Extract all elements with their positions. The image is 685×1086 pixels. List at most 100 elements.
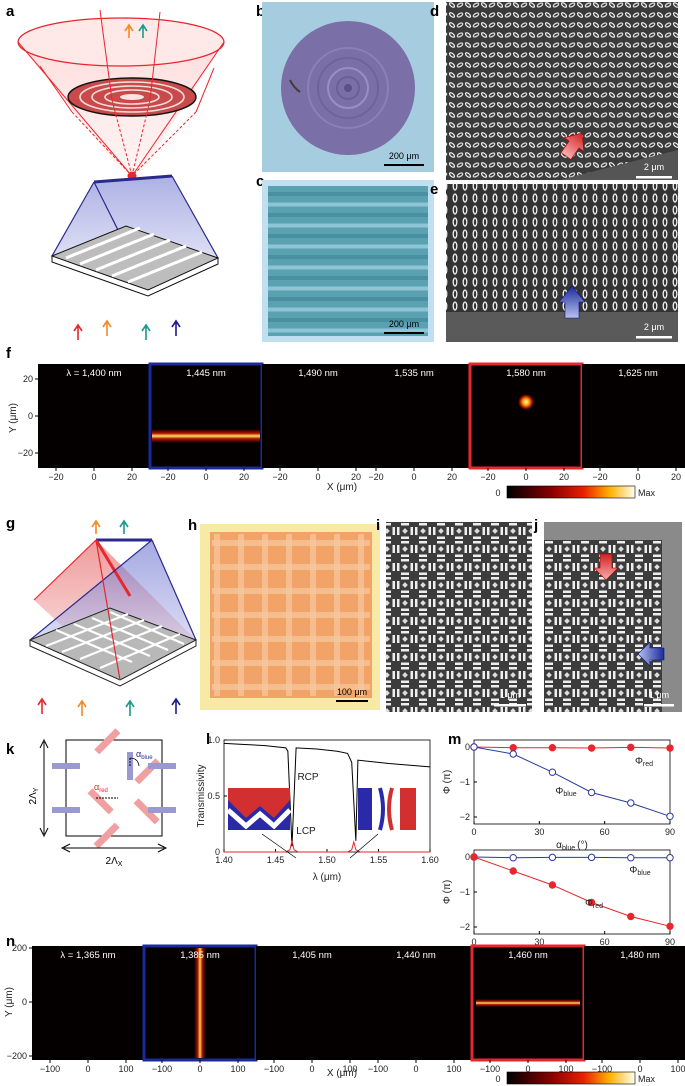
x-tick-label: 20	[671, 472, 681, 482]
scalebar-c-label: 200 μm	[389, 319, 419, 329]
intensity-map	[470, 364, 582, 468]
x-tick-label: 1.55	[370, 855, 388, 865]
panel-n: n λ = 1,365 nm −100 0 100 1,385 nm −100 0 100 1,…	[4, 933, 685, 1085]
panel-f-xlabel: X (μm)	[327, 482, 357, 493]
x-tick-label: 100	[670, 1064, 685, 1074]
zone-center	[120, 94, 144, 100]
series-label-main: Φ	[555, 786, 563, 797]
panel-label-n: n	[6, 933, 15, 950]
scalebar-j	[644, 704, 674, 707]
legend-rcp: RCP	[297, 772, 318, 783]
y-axis-label: Φ (π)	[442, 880, 453, 904]
data-point	[587, 853, 596, 862]
crossed-grating-lines	[45, 610, 185, 670]
panel-label-g: g	[6, 515, 15, 532]
grating-line	[212, 660, 370, 666]
x-tick-label: 0	[471, 937, 476, 947]
x-tick-label: 0	[637, 1064, 642, 1074]
x-tick-label: −100	[480, 1064, 500, 1074]
wavelength-label: 1,440 nm	[396, 950, 436, 961]
x-tick-label: −100	[592, 1064, 612, 1074]
blue-nanorod	[52, 763, 80, 769]
grating-area	[268, 186, 428, 336]
x-tick-label: −20	[48, 472, 63, 482]
x-tick-label: 100	[446, 1064, 461, 1074]
grating-line	[358, 534, 364, 696]
wavelength-label: λ = 1,400 nm	[66, 368, 121, 379]
navy-arrow-icon	[171, 319, 181, 336]
wavelength-label: 1,580 nm	[506, 368, 546, 379]
scalebar-c	[384, 332, 424, 334]
data-point	[666, 812, 674, 820]
x-tick-label: 20	[127, 472, 137, 482]
alpha-red-label: αred	[94, 782, 108, 794]
blue-nanorod	[52, 807, 80, 813]
y-tick-label: 0.5	[207, 791, 220, 801]
legend-lcp: LCP	[296, 826, 316, 837]
scalebar-h-label: 100 μm	[337, 687, 367, 697]
alpha-blue-label: αblue	[136, 749, 153, 761]
data-point	[509, 750, 517, 758]
x-tick-label: 100	[342, 1064, 357, 1074]
panel-i: i 1 μm	[376, 517, 532, 712]
panel-label-j: j	[533, 517, 538, 534]
y-tick-label: 0	[215, 847, 220, 857]
data-point	[548, 881, 557, 889]
x-tick-label: 90	[665, 827, 675, 837]
teal-arrow-icon	[141, 323, 151, 340]
series-label-main: Φ	[585, 898, 593, 909]
blue-nanorod	[148, 807, 176, 813]
x-tick-label: −100	[368, 1064, 388, 1074]
blue-incident-arrow-icon	[558, 285, 586, 319]
x-tick-label: 1.50	[318, 855, 336, 865]
y-tick-label: −20	[18, 448, 33, 458]
x-tick-label: 100	[118, 1064, 133, 1074]
scalebar-e-label: 2 μm	[644, 322, 664, 332]
plate-edge	[51, 256, 219, 297]
wavelength-label: λ = 1,365 nm	[60, 950, 115, 961]
grating-line	[212, 612, 370, 618]
focus-line	[111, 99, 133, 177]
panel-g: g	[6, 515, 198, 716]
ray	[149, 11, 161, 101]
scalebar-i	[494, 704, 526, 707]
intensity-map	[150, 364, 262, 468]
wavelength-label: 1,480 nm	[620, 950, 660, 961]
panel-n-ylabel: Y (μm)	[4, 987, 15, 1017]
y-tick-label: −200	[7, 1051, 27, 1061]
data-point	[627, 743, 635, 752]
x-tick-label: 100	[558, 1064, 573, 1074]
focal-line-horizontal	[152, 429, 260, 443]
arrowheads	[60, 843, 168, 853]
focus-line	[131, 111, 197, 177]
x-axis-label-unit: (°)	[577, 840, 588, 851]
teal-arrow-icon	[119, 519, 129, 534]
ray	[39, 65, 73, 113]
x-tick-label: 30	[534, 937, 544, 947]
series-line	[473, 746, 671, 817]
x-tick-label: 0	[309, 1064, 314, 1074]
y-tick-label: −1	[460, 887, 470, 897]
x-axis-label-main: α	[556, 840, 562, 851]
wavelength-label: 1,385 nm	[180, 950, 220, 961]
x-tick-label: −20	[368, 472, 383, 482]
unit-cell	[65, 739, 163, 837]
orange-arrow-icon	[102, 319, 112, 336]
series-label-sub: blue	[563, 791, 576, 798]
scalebar-i-label: 1 μm	[500, 690, 520, 700]
field-inset-left	[226, 788, 292, 830]
red-arrow-icon	[37, 697, 47, 714]
plate-edge	[29, 640, 197, 687]
ray	[99, 9, 113, 101]
grating-stripe	[268, 234, 428, 238]
x-tick-label: 0	[85, 1064, 90, 1074]
grating-lines	[65, 226, 203, 284]
grating-stripe	[268, 202, 428, 207]
series-label: Φblue	[555, 786, 576, 798]
panel-label-i: i	[376, 517, 380, 534]
